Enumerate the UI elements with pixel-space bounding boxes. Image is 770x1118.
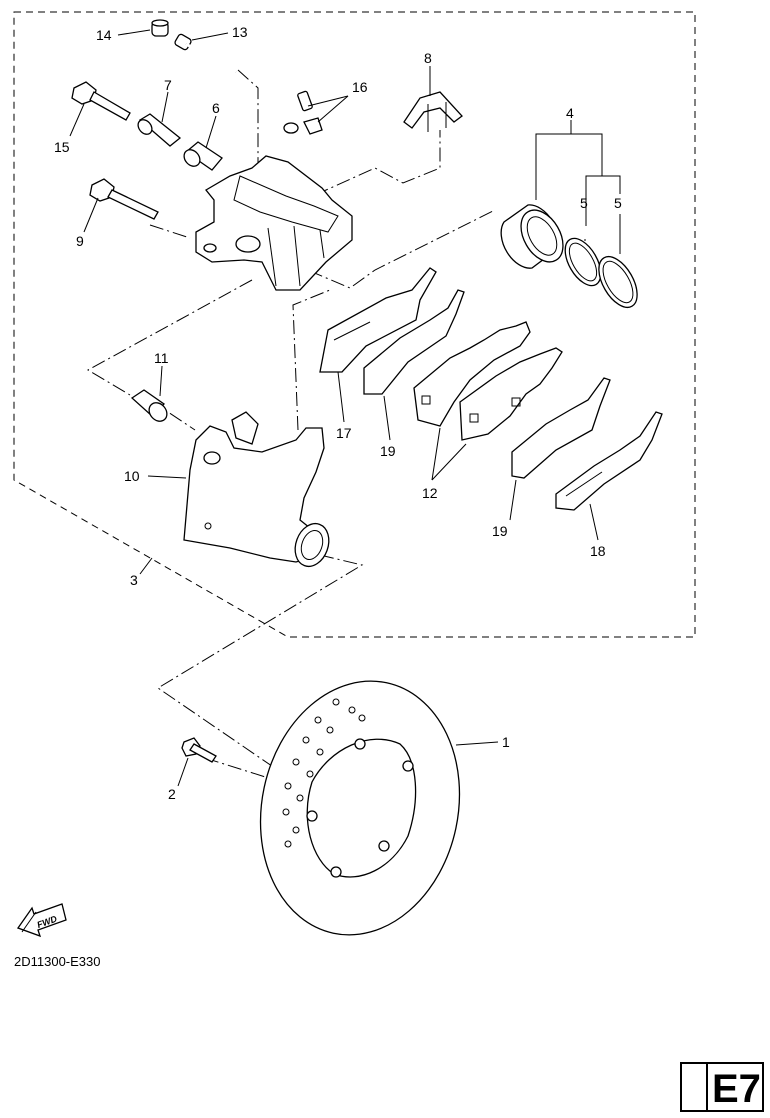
bolt-9 (89, 178, 159, 220)
callout-12: 12 (422, 485, 438, 501)
callout-6: 6 (212, 100, 220, 116)
callout-3: 3 (130, 572, 138, 588)
fwd-arrow-icon: FWD (16, 903, 67, 938)
cap-14 (151, 19, 169, 37)
callout-19a: 19 (380, 443, 396, 459)
callout-18: 18 (590, 543, 606, 559)
pad-shim-18 (555, 411, 663, 511)
callout-17: 17 (336, 425, 352, 441)
piston-4 (500, 204, 564, 269)
caliper-body (195, 155, 353, 291)
callout-11: 11 (154, 350, 169, 366)
disc-bolt-2 (181, 737, 217, 763)
callout-labels: 1 2 3 4 5 5 6 7 8 9 10 11 12 13 14 15 16… (54, 24, 622, 802)
pad-plate-12a (413, 321, 531, 427)
pad-shim-17 (319, 267, 437, 373)
page-badge: E7 (680, 1062, 764, 1112)
callout-8: 8 (424, 50, 432, 66)
callout-16: 16 (352, 79, 368, 95)
callout-5a: 5 (580, 195, 588, 211)
bleed-screw-16 (283, 90, 323, 135)
caliper-bracket-10 (183, 411, 330, 568)
brake-pad-19a (363, 289, 465, 395)
brake-pad-19b (511, 377, 611, 479)
boot-6 (183, 141, 223, 171)
pad-spring-8 (403, 91, 463, 132)
page-badge-label: E7 (712, 1067, 761, 1111)
brake-disc-1 (259, 680, 461, 936)
leader-lines (69, 29, 621, 787)
callout-13: 13 (232, 24, 248, 40)
bolt-15 (71, 81, 131, 121)
slide-pin-7 (137, 113, 182, 147)
pad-plate-12b (459, 347, 563, 441)
drawing-code: 2D11300-E330 (14, 954, 101, 969)
callout-4: 4 (566, 105, 574, 121)
seal-5a (564, 237, 602, 287)
callout-9: 9 (76, 233, 84, 249)
callout-10: 10 (124, 468, 140, 484)
seal-5b (598, 255, 638, 309)
callout-5b: 5 (614, 195, 622, 211)
callout-15: 15 (54, 139, 70, 155)
callout-2: 2 (168, 786, 176, 802)
bush-11 (130, 389, 168, 422)
callout-1: 1 (502, 734, 510, 750)
callout-7: 7 (164, 77, 172, 93)
pin-13 (174, 33, 237, 74)
page-badge-bar (682, 1064, 708, 1110)
callout-14: 14 (96, 27, 112, 43)
disc-vent-holes (282, 698, 366, 848)
caliper-assembly-boundary (13, 11, 696, 638)
callout-19b: 19 (492, 523, 508, 539)
